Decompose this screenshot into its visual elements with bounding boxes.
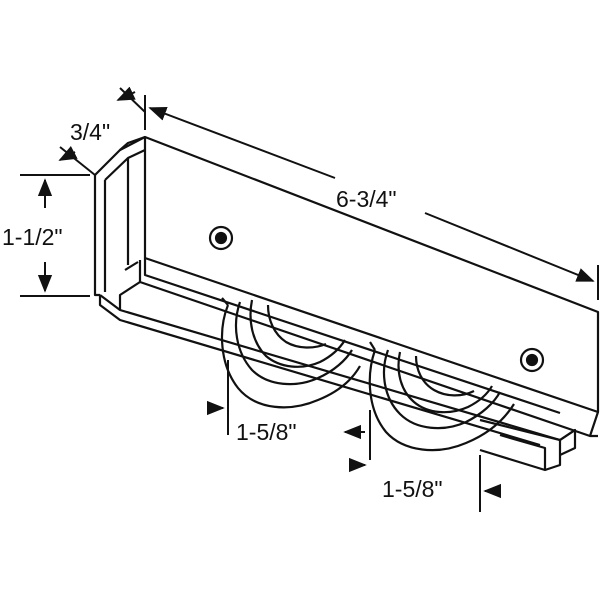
wheel-offset-label: 1-5/8" — [382, 476, 443, 502]
dimension-lines — [20, 86, 599, 512]
housing-body — [93, 135, 600, 438]
wheel-spacing-label: 1-5/8" — [236, 419, 297, 445]
depth-arrow-bottom — [58, 146, 78, 161]
mounting-hole-right — [519, 347, 545, 373]
wheel-left — [220, 297, 361, 409]
depth-label: 3/4" — [70, 119, 110, 145]
roller-assembly — [93, 135, 600, 472]
length-dimension-left — [148, 106, 336, 179]
height-label: 1-1/2" — [2, 224, 63, 250]
wheel-right — [368, 341, 515, 452]
length-label: 6-3/4" — [336, 186, 397, 212]
depth-arrow-top — [116, 86, 136, 101]
bottom-track — [98, 294, 577, 472]
length-dimension-right — [424, 212, 595, 282]
mounting-hole-left — [208, 225, 234, 251]
